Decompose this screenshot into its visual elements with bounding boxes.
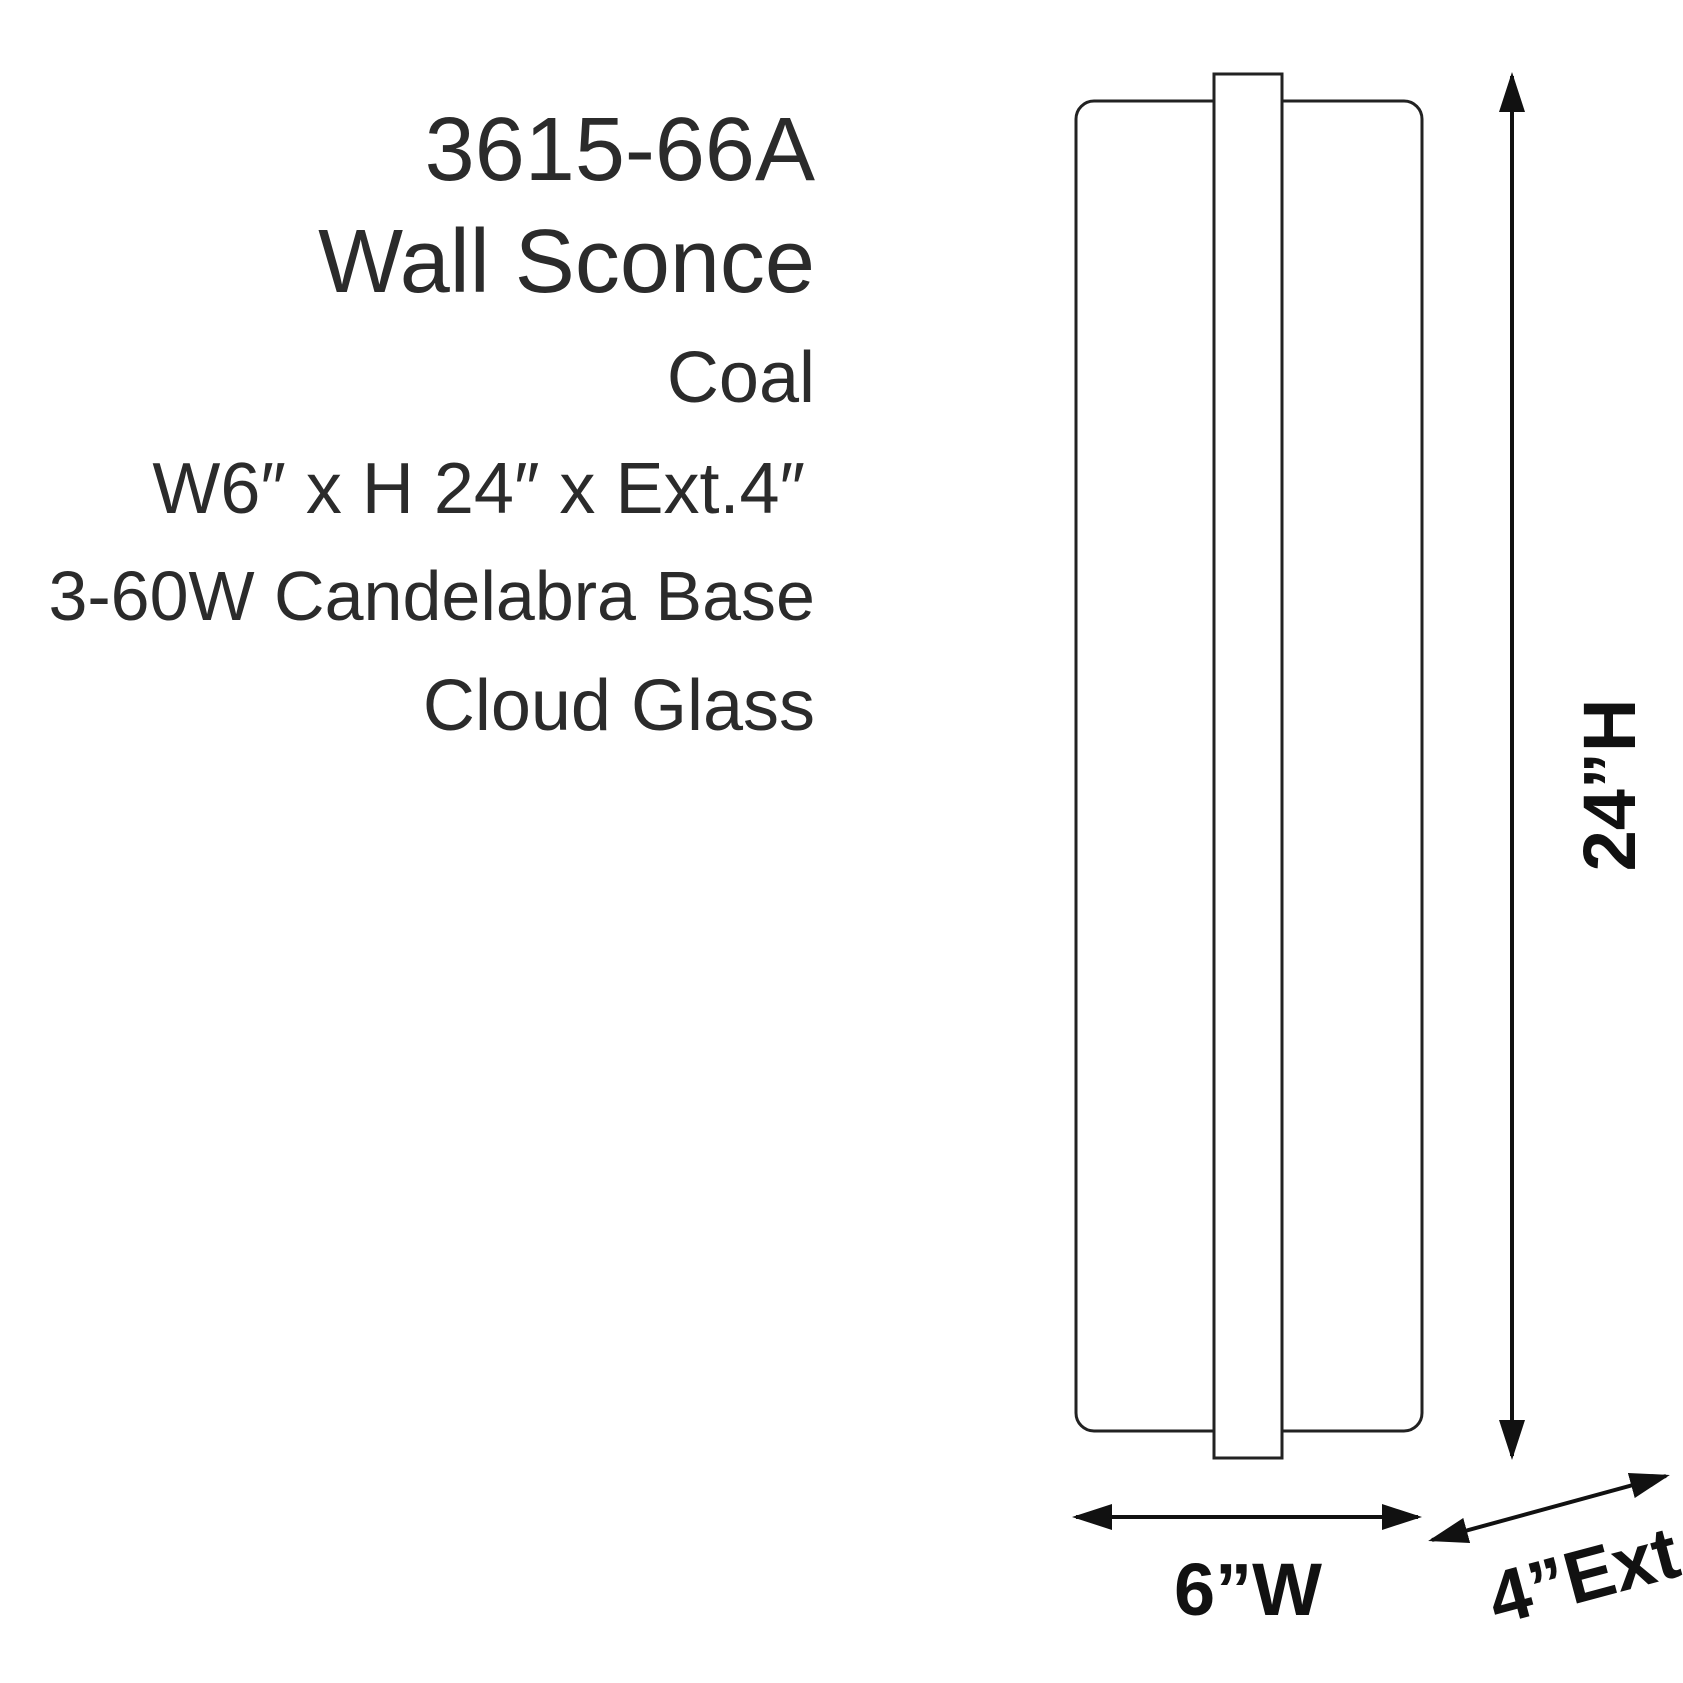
extension-label: 4”Ext (1479, 1510, 1683, 1640)
glass: Cloud Glass (423, 666, 815, 746)
spec-text: 3615-66A Wall Sconce Coal W6″ x H 24″ x … (48, 100, 815, 746)
finish: Coal (667, 338, 815, 418)
dimensions: W6″ x H 24″ x Ext.4″ (152, 449, 805, 529)
width-label: 6”W (1174, 1548, 1322, 1631)
dimension-lines (1072, 72, 1670, 1544)
backplate-bar (1212, 72, 1284, 1460)
extension-arrow (1428, 1472, 1670, 1544)
height-label: 24”H (1568, 699, 1651, 872)
fixture-drawing (1074, 72, 1424, 1460)
product-type: Wall Sconce (318, 212, 815, 312)
lamping: 3-60W Candelabra Base (48, 557, 815, 635)
model-number: 3615-66A (425, 100, 815, 200)
